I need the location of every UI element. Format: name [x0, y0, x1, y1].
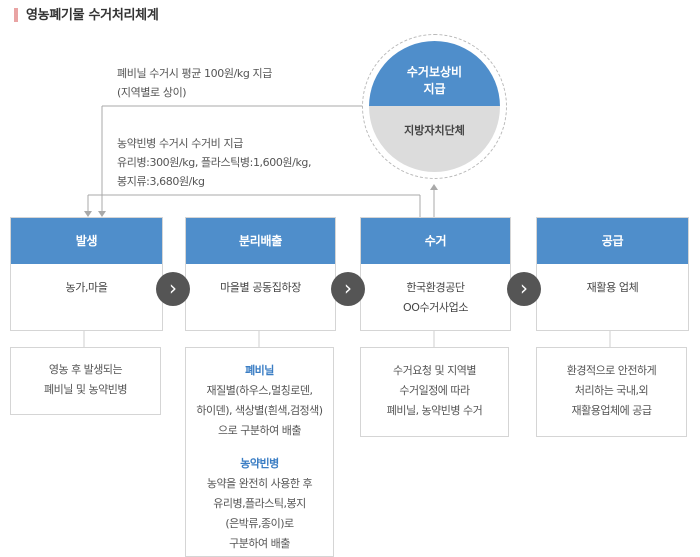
compensation-label: 지급 [423, 82, 446, 96]
supply-description: 환경적으로 안전하게 처리하는 국내,외 재활용업체에 공급 [536, 347, 687, 437]
vinyl-note-line: (지역별로 상이) [117, 86, 187, 99]
collection-description: 수거요청 및 지역별 수거일정에 따라 폐비닐, 농약빈병 수거 [360, 347, 509, 437]
arrow-down-icon [84, 211, 92, 217]
chevron-right-icon: › [331, 272, 365, 306]
stage-title: 수거 [361, 218, 510, 264]
vinyl-note-line: 폐비닐 수거시 평균 100원/kg 지급 [117, 67, 272, 80]
chevron-right-icon: › [156, 272, 190, 306]
arrow-down-icon [98, 211, 106, 217]
stage-detail: 한국환경공단 [406, 281, 465, 294]
separation-description: 폐비닐 재질별(하우스,멀칭로덴, 하이덴), 색상별(흰색,검정색) 으로 구… [185, 347, 334, 557]
stage-detail: OO수거사업소 [402, 301, 469, 314]
description-line: (은박류,종이)로 [225, 517, 294, 530]
description-line: 처리하는 국내,외 [574, 384, 649, 397]
description-line: 으로 구분하여 배출 [218, 424, 301, 437]
compensation-label: 수거보상비 [406, 65, 463, 79]
description-line: 구분하여 배출 [229, 537, 290, 550]
bottle-payment-note: 농약빈병 수거시 수거비 지급 유리병:300원/kg, 플라스틱병:1,600… [117, 134, 312, 191]
title-marker [14, 8, 18, 22]
description-line: 농약을 완전히 사용한 후 [206, 477, 313, 490]
description-line: 수거요청 및 지역별 [393, 364, 476, 377]
description-line: 유리병,플라스틱,봉지 [213, 497, 306, 510]
stage-generation: 발생 농가,마을 [10, 217, 163, 331]
description-line: 환경적으로 안전하게 [566, 364, 657, 377]
vinyl-payment-note: 폐비닐 수거시 평균 100원/kg 지급 (지역별로 상이) [117, 64, 272, 102]
stage-detail: 재활용 업체 [586, 281, 639, 294]
description-line: 하이덴), 색상별(흰색,검정색) [196, 404, 323, 417]
arrow-up-icon [430, 184, 438, 190]
description-line: 수거일정에 따라 [399, 384, 470, 397]
bottle-note-line: 유리병:300원/kg, 플라스틱병:1,600원/kg, [117, 156, 312, 169]
bottle-note-line: 봉지류:3,680원/kg [117, 175, 205, 188]
stage-title: 분리배출 [186, 218, 335, 264]
stage-title: 발생 [11, 218, 162, 264]
stage-detail: 농가,마을 [65, 281, 108, 294]
stage-title: 공급 [537, 218, 688, 264]
bottle-note-line: 농약빈병 수거시 수거비 지급 [117, 137, 243, 150]
description-line: 영농 후 발생되는 [48, 363, 123, 376]
stage-collection: 수거 한국환경공단 OO수거사업소 [360, 217, 511, 331]
description-line: 폐비닐 및 농약빈병 [44, 383, 127, 396]
stage-detail: 마을별 공동집하장 [220, 281, 301, 294]
description-line: 재활용업체에 공급 [571, 404, 652, 417]
compensation-circle-outline [362, 34, 507, 179]
stage-supply: 공급 재활용 업체 [536, 217, 689, 331]
compensation-circle: 수거보상비 지급 지방자치단체 [369, 41, 500, 172]
vinyl-heading: 폐비닐 [245, 364, 274, 377]
generation-description: 영농 후 발생되는 폐비닐 및 농약빈병 [10, 347, 161, 415]
description-line: 재질별(하우스,멀칭로덴, [206, 384, 313, 397]
stage-separation: 분리배출 마을별 공동집하장 [185, 217, 336, 331]
bottle-heading: 농약빈병 [240, 457, 279, 470]
page-title: 영농폐기물 수거처리체계 [26, 8, 159, 23]
description-line: 폐비닐, 농약빈병 수거 [386, 404, 483, 417]
chevron-right-icon: › [507, 272, 541, 306]
